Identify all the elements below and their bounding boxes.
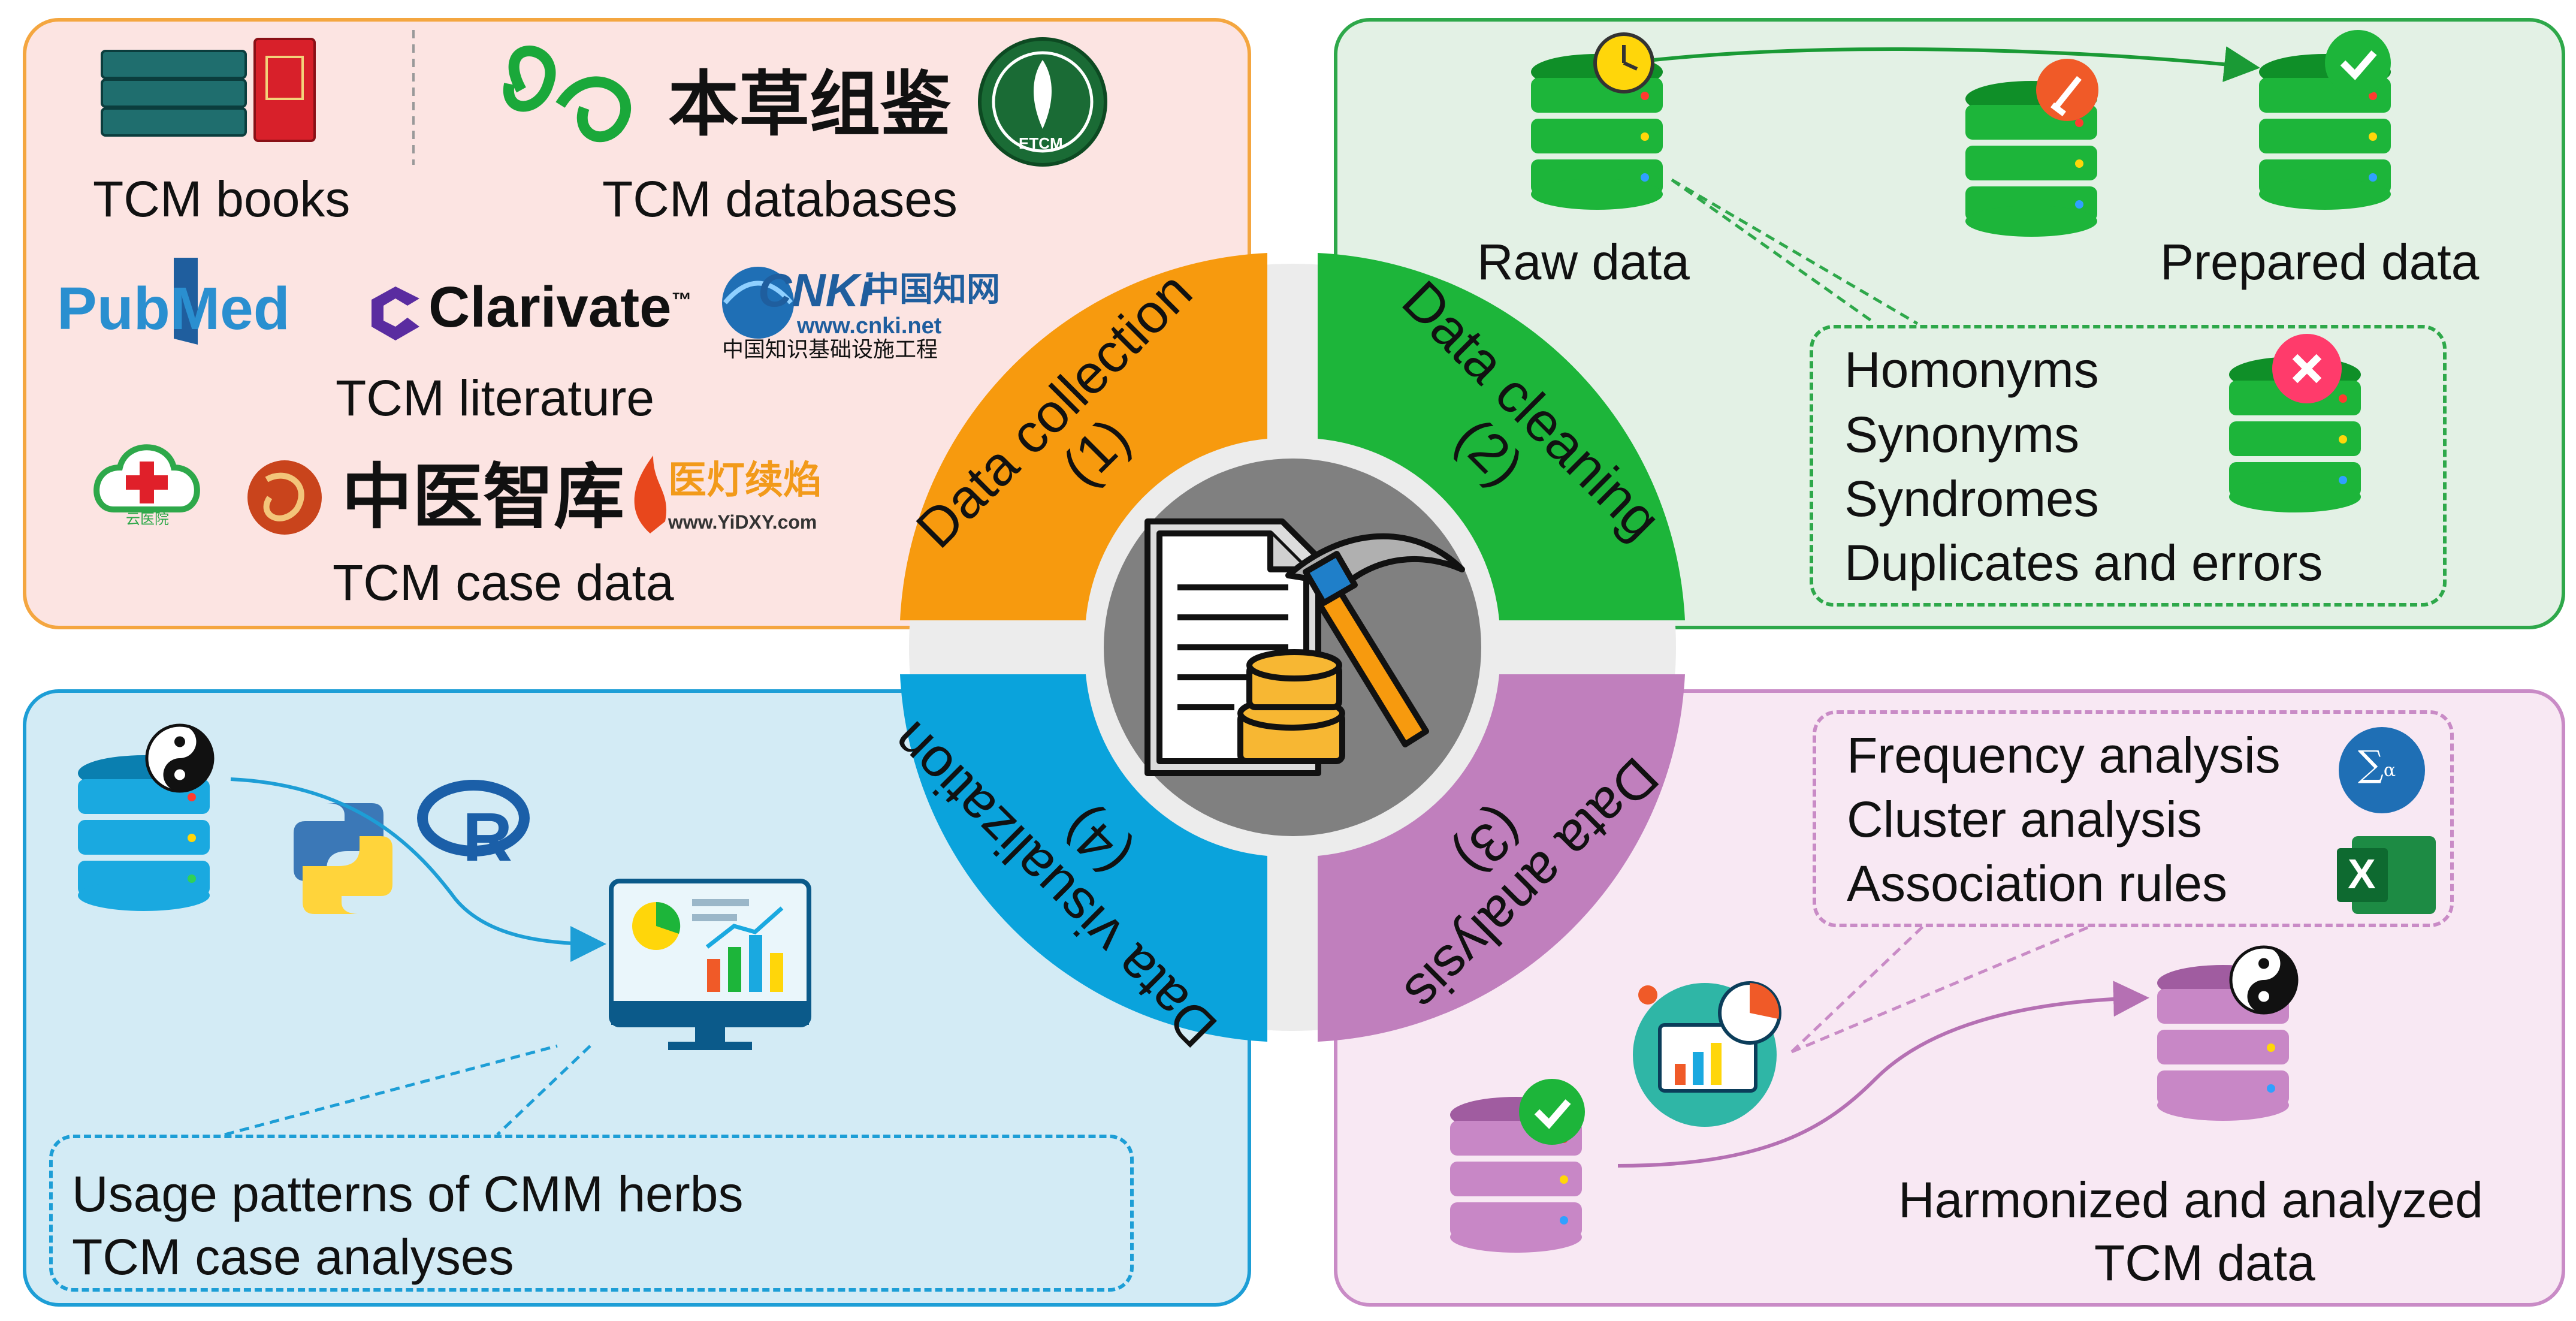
sigma-formula-icon (2339, 727, 2425, 813)
raw-to-prepared-arrow (1653, 46, 2260, 82)
dashboard-monitor-icon (609, 879, 811, 1050)
checkmark-icon (2325, 30, 2391, 96)
pubmed-logo-icon (174, 258, 198, 345)
quadrant-data-cleaning (1318, 253, 1685, 620)
yinyang-icon (147, 725, 213, 791)
zhiku-logo-text: 中医智库 (342, 455, 625, 538)
pubmed-logo-text: PubMed (57, 275, 290, 342)
clarivate-logo-icon (372, 286, 419, 340)
etcm-logo-icon (978, 37, 1107, 167)
method-cluster-analysis: Cluster analysis (1847, 791, 2202, 848)
output-case-analyses: TCM case analyses (72, 1229, 514, 1285)
tcm-literature-label: TCM literature (336, 370, 655, 426)
checkmark-icon-analysis (1519, 1079, 1585, 1145)
outputs-callout-lines (224, 1044, 591, 1136)
r-logo-icon (417, 780, 530, 856)
excel-icon (2337, 836, 2436, 914)
r-logo-text: R (463, 799, 513, 876)
cleaning-issues-box (1810, 325, 2447, 607)
excel-x-text: X (2348, 850, 2376, 897)
yideng-logo-url: www.YiDXY.com (668, 511, 817, 533)
raw-data-label: Raw data (1477, 234, 1690, 290)
input-to-harmonized-arrow (1617, 981, 2149, 1168)
issue-syndromes: Syndromes (1844, 471, 2099, 527)
issues-callout-lines (1671, 178, 1919, 325)
methods-callout-lines (1790, 924, 2092, 1054)
flame-icon (634, 456, 667, 533)
zhiku-logo-icon (247, 460, 322, 535)
quadrant-data-visualization (900, 674, 1267, 1042)
issue-homonyms: Homonyms (1844, 342, 2099, 398)
python-logo-icon (294, 803, 392, 914)
tcm-case-data-label: TCM case data (333, 554, 674, 611)
sigma-formula-text: ∑α (2358, 743, 2396, 785)
etcm-logo-text: ETCM (1019, 134, 1063, 152)
cnki-logo-main: CNKi (758, 264, 872, 316)
yideng-logo-text: 医灯续焰 (668, 458, 822, 503)
tcm-books-label: TCM books (93, 171, 351, 227)
cnki-logo-url: www.cnki.net (797, 313, 942, 339)
result-label-line2: TCM data (2094, 1235, 2315, 1291)
document-mining-icon (1144, 518, 1465, 776)
broom-icon (2036, 59, 2098, 121)
yunyi-logo-icon (93, 444, 200, 512)
error-x-icon (2272, 334, 2342, 403)
source-to-dashboard-arrow (230, 777, 606, 962)
visualization-outputs-box (49, 1135, 1134, 1292)
cnki-logo-icon (722, 267, 794, 339)
quadrant-data-collection (900, 253, 1267, 620)
clarivate-logo-text: Clarivate™ (428, 279, 692, 336)
cnki-logo-cn: 中国知网 (866, 270, 1000, 309)
cnki-logo-subtitle: 中国知识基础设施工程 (722, 337, 938, 361)
prepared-data-label: Prepared data (2160, 234, 2480, 290)
issue-synonyms: Synonyms (1844, 406, 2080, 463)
clarivate-tm: ™ (671, 289, 692, 312)
yinyang-icon-analysis (2231, 947, 2297, 1013)
method-frequency-analysis: Frequency analysis (1847, 727, 2281, 783)
result-label-line1: Harmonized and analyzed (1898, 1172, 2483, 1228)
bencao-logo-icon (503, 46, 631, 143)
bencao-logo-text: 本草组鉴 (668, 62, 952, 146)
analytics-screen-icon (1633, 981, 1781, 1127)
quadrant-data-analysis (1318, 674, 1685, 1042)
issue-duplicates-errors: Duplicates and errors (1844, 535, 2323, 591)
clarivate-name: Clarivate (428, 275, 672, 339)
tcm-books-icon (101, 38, 316, 142)
tcm-databases-label: TCM databases (602, 171, 958, 227)
output-usage-patterns: Usage patterns of CMM herbs (72, 1166, 744, 1222)
clock-icon (1593, 32, 1654, 94)
analysis-methods-box (1813, 710, 2454, 927)
method-association-rules: Association rules (1847, 855, 2227, 912)
yunyi-logo-text: 云医院 (126, 511, 169, 527)
